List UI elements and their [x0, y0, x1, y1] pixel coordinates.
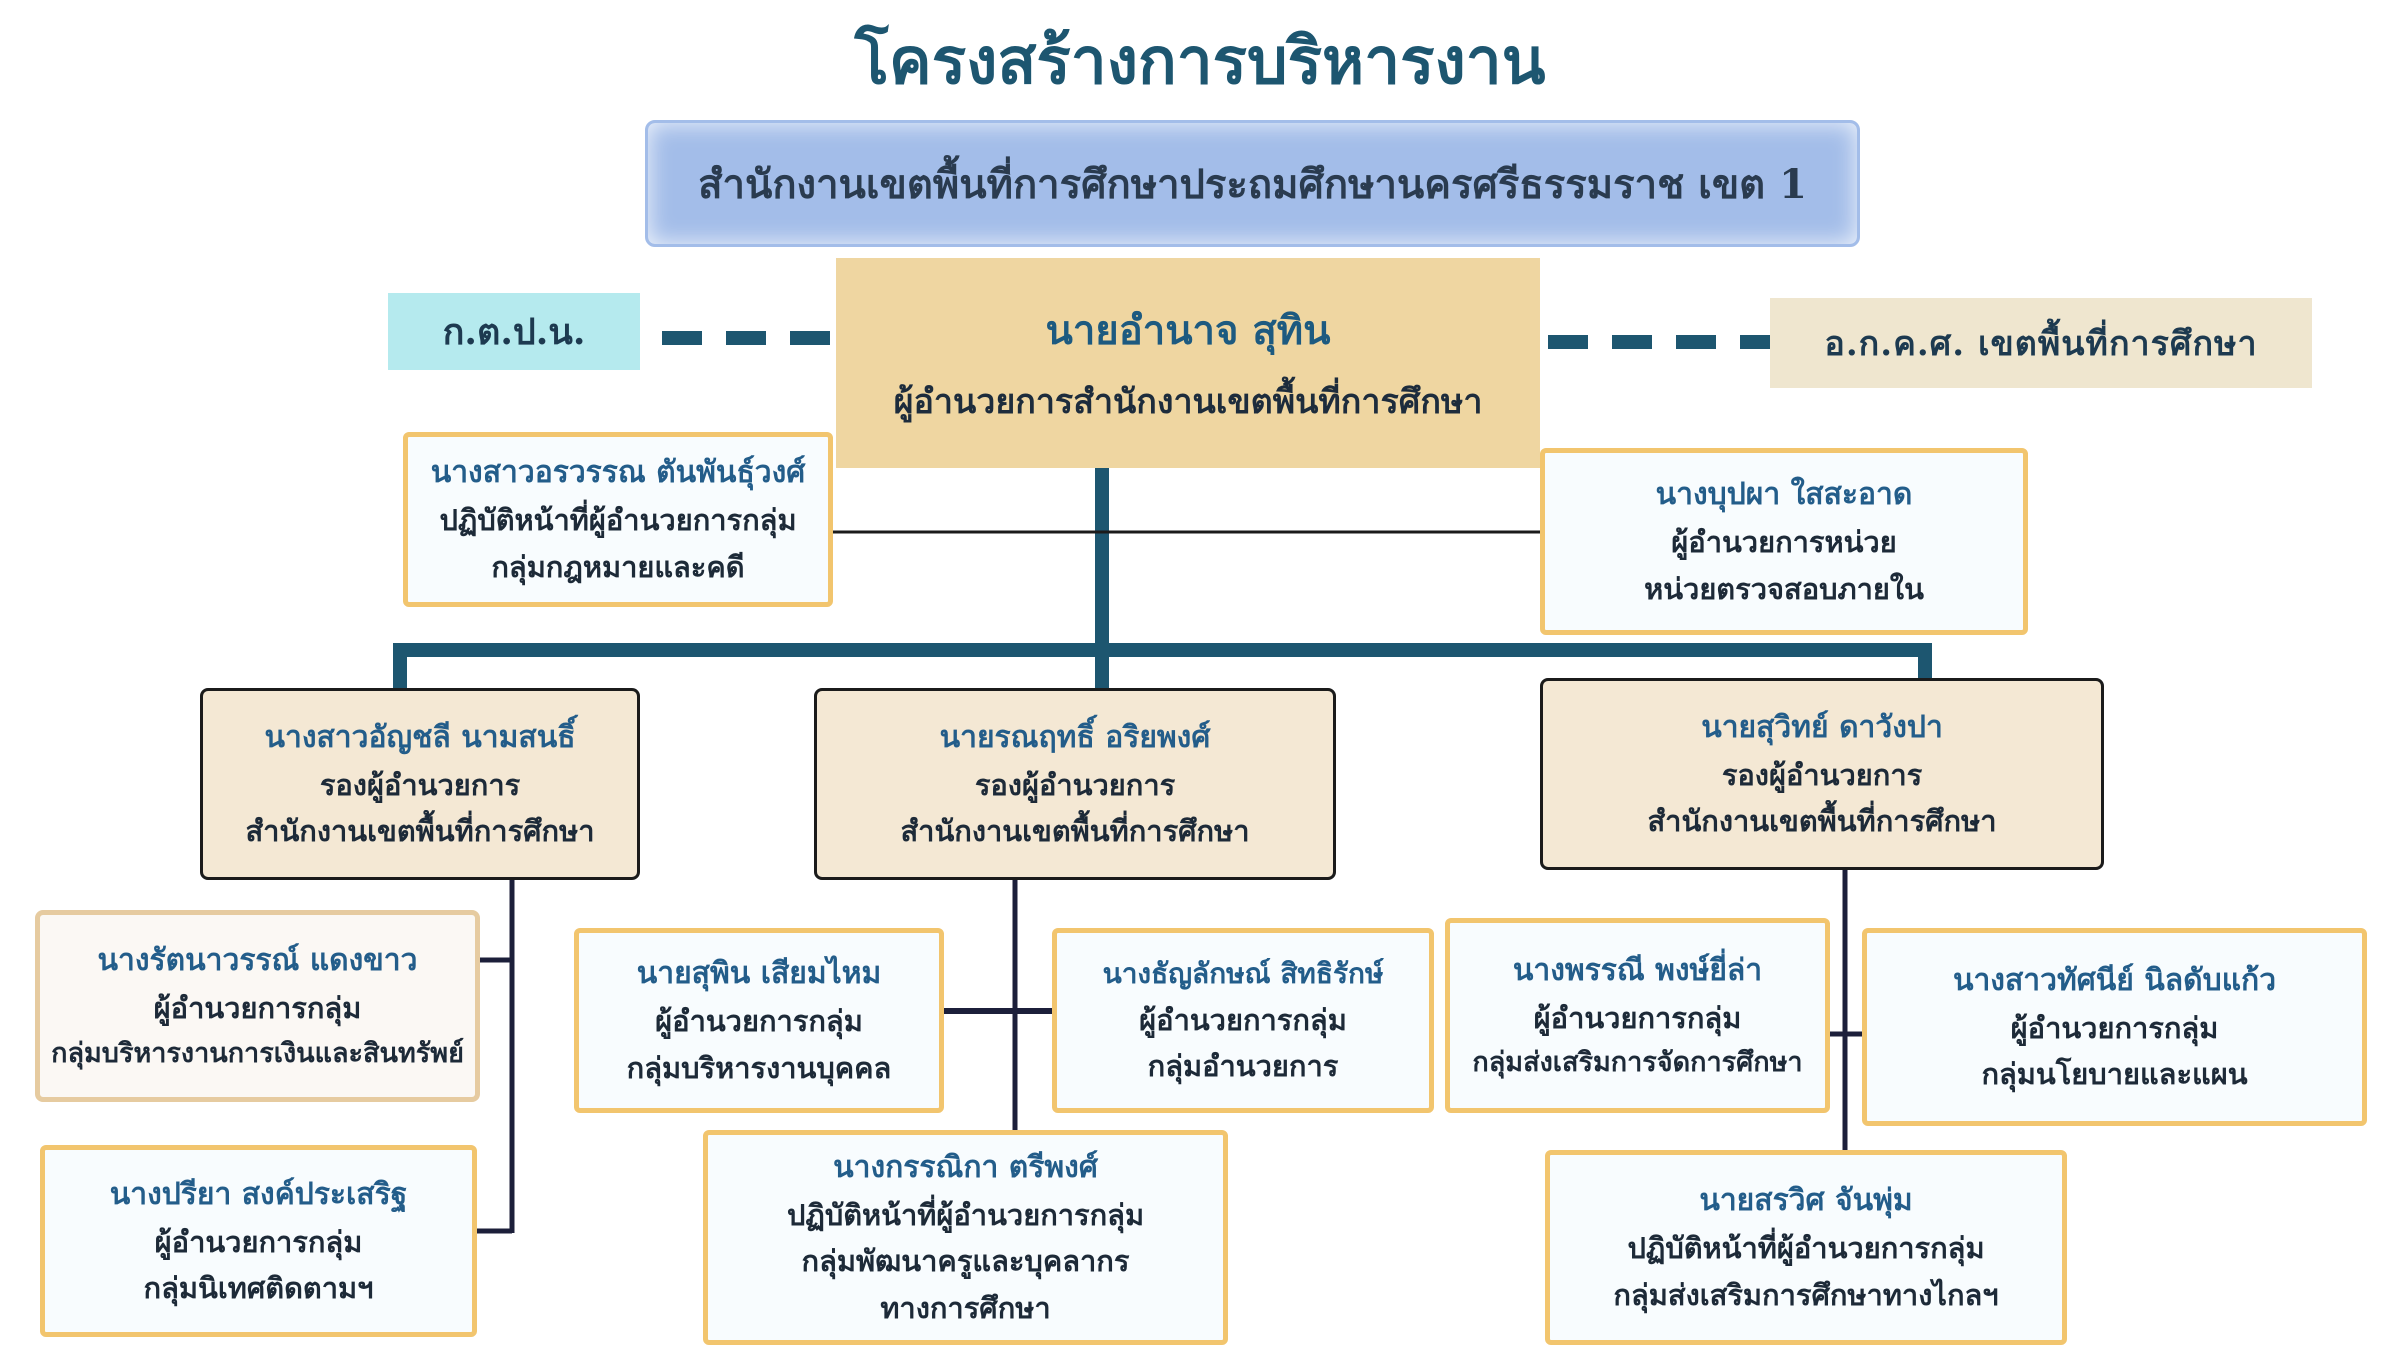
edu-promo-name: นางพรรณี พงษ์ยี่ล่า: [1512, 952, 1763, 988]
director-role: ผู้อำนวยการสำนักงานเขตพื้นที่การศึกษา: [893, 382, 1483, 422]
deputy-name: นายสุวิทย์ ดาวังปา: [1701, 709, 1943, 745]
policy-name: นางสาวทัศนีย์ นิลดับแก้ว: [1952, 962, 2277, 998]
finance-unit: กลุ่มบริหารงานการเงินและสินทรัพย์: [51, 1037, 464, 1069]
audit-unit-box: นางบุปผา ใสสะอาด ผู้อำนวยการหน่วย หน่วยต…: [1540, 448, 2028, 635]
admin-unit: กลุ่มอำนวยการ: [1147, 1048, 1339, 1083]
deputy-name: นางสาวอัญชลี นามสนธิ์: [264, 719, 576, 755]
deputy-role: รองผู้อำนวยการ: [319, 767, 521, 802]
audit-unit: หน่วยตรวจสอบภายใน: [1644, 571, 1924, 606]
policy-role: ผู้อำนวยการกลุ่ม: [2010, 1010, 2219, 1045]
teacher-dev-unit-cont: ทางการศึกษา: [880, 1290, 1051, 1325]
supervision-group-box: นางปรียา สงค์ประเสริฐ ผู้อำนวยการกลุ่ม ก…: [40, 1145, 477, 1337]
distance-group-box: นายสรวิศ จันพุ่ม ปฏิบัติหน้าที่ผู้อำนวยก…: [1545, 1150, 2067, 1345]
organization-banner: สำนักงานเขตพื้นที่การศึกษาประถมศึกษานครศ…: [645, 120, 1860, 247]
deputy-box-right: นายสุวิทย์ ดาวังปา รองผู้อำนวยการ สำนักง…: [1540, 678, 2104, 870]
side-unit-right: อ.ก.ค.ศ. เขตพื้นที่การศึกษา: [1770, 298, 2312, 388]
edu-promo-group-box: นางพรรณี พงษ์ยี่ล่า ผู้อำนวยการกลุ่ม กลุ…: [1445, 918, 1830, 1113]
teacher-dev-group-box: นางกรรณิกา ตรีพงศ์ ปฏิบัติหน้าที่ผู้อำนว…: [703, 1130, 1228, 1345]
finance-group-box: นางรัตนาวรรณ์ แดงขาว ผู้อำนวยการกลุ่ม กล…: [35, 910, 480, 1102]
deputy-name: นายรณฤทธิ์ อริยพงศ์: [939, 719, 1211, 755]
deputy-role: รองผู้อำนวยการ: [1721, 757, 1923, 792]
admin-name: นางธัญลักษณ์ สิทธิรักษ์: [1102, 956, 1384, 990]
deputy-unit: สำนักงานเขตพื้นที่การศึกษา: [900, 814, 1250, 848]
legal-role: ปฏิบัติหน้าที่ผู้อำนวยการกลุ่ม: [439, 503, 797, 538]
personnel-name: นายสุพิน เสียมไหม: [636, 956, 882, 992]
personnel-unit: กลุ่มบริหารงานบุคคล: [626, 1050, 892, 1085]
finance-role: ผู้อำนวยการกลุ่ม: [153, 991, 362, 1026]
director-name: นายอำนาจ สุทิน: [1045, 307, 1331, 354]
deputy-unit: สำนักงานเขตพื้นที่การศึกษา: [245, 814, 595, 848]
legal-unit: กลุ่มกฎหมายและคดี: [491, 549, 745, 584]
admin-group-box: นางธัญลักษณ์ สิทธิรักษ์ ผู้อำนวยการกลุ่ม…: [1052, 928, 1434, 1113]
page-title: โครงสร้างการบริหารงาน: [854, 25, 1546, 99]
personnel-group-box: นายสุพิน เสียมไหม ผู้อำนวยการกลุ่ม กลุ่ม…: [574, 928, 944, 1113]
deputy-role: รองผู้อำนวยการ: [974, 767, 1176, 802]
deputy-box-middle: นายรณฤทธิ์ อริยพงศ์ รองผู้อำนวยการ สำนัก…: [814, 688, 1336, 880]
supervision-name: นางปรียา สงค์ประเสริฐ: [109, 1176, 408, 1212]
admin-role: ผู้อำนวยการกลุ่ม: [1139, 1002, 1347, 1037]
supervision-unit: กลุ่มนิเทศติดตามฯ: [143, 1271, 374, 1305]
finance-name: นางรัตนาวรรณ์ แดงขาว: [97, 943, 418, 979]
teacher-dev-unit: กลุ่มพัฒนาครูและบุคลากร: [801, 1244, 1130, 1279]
director-box: นายอำนาจ สุทิน ผู้อำนวยการสำนักงานเขตพื้…: [836, 258, 1540, 468]
teacher-dev-role: ปฏิบัติหน้าที่ผู้อำนวยการกลุ่ม: [786, 1197, 1145, 1232]
personnel-role: ผู้อำนวยการกลุ่ม: [655, 1004, 863, 1039]
distance-name: นายสรวิศ จันพุ่ม: [1699, 1183, 1913, 1219]
supervision-role: ผู้อำนวยการกลุ่ม: [154, 1224, 363, 1259]
teacher-dev-name: นางกรรณิกา ตรีพงศ์: [833, 1149, 1098, 1185]
edu-promo-unit: กลุ่มส่งเสริมการจัดการศึกษา: [1472, 1047, 1803, 1079]
policy-group-box: นางสาวทัศนีย์ นิลดับแก้ว ผู้อำนวยการกลุ่…: [1862, 928, 2367, 1126]
deputy-box-left: นางสาวอัญชลี นามสนธิ์ รองผู้อำนวยการ สำน…: [200, 688, 640, 880]
edu-promo-role: ผู้อำนวยการกลุ่ม: [1533, 1000, 1742, 1035]
audit-name: นางบุปผา ใสสะอาด: [1655, 477, 1913, 513]
side-unit-left: ก.ต.ป.น.: [388, 293, 640, 370]
distance-unit: กลุ่มส่งเสริมการศึกษาทางไกลฯ: [1613, 1277, 1999, 1312]
legal-name: นางสาวอรวรรณ ตันพันธุ์วงศ์: [430, 455, 806, 491]
distance-role: ปฏิบัติหน้าที่ผู้อำนวยการกลุ่ม: [1627, 1231, 1985, 1266]
deputy-unit: สำนักงานเขตพื้นที่การศึกษา: [1647, 804, 1997, 838]
policy-unit: กลุ่มนโยบายและแผน: [1981, 1057, 2248, 1091]
audit-role: ผู้อำนวยการหน่วย: [1671, 525, 1897, 560]
legal-group-box: นางสาวอรวรรณ ตันพันธุ์วงศ์ ปฏิบัติหน้าที…: [403, 432, 833, 607]
